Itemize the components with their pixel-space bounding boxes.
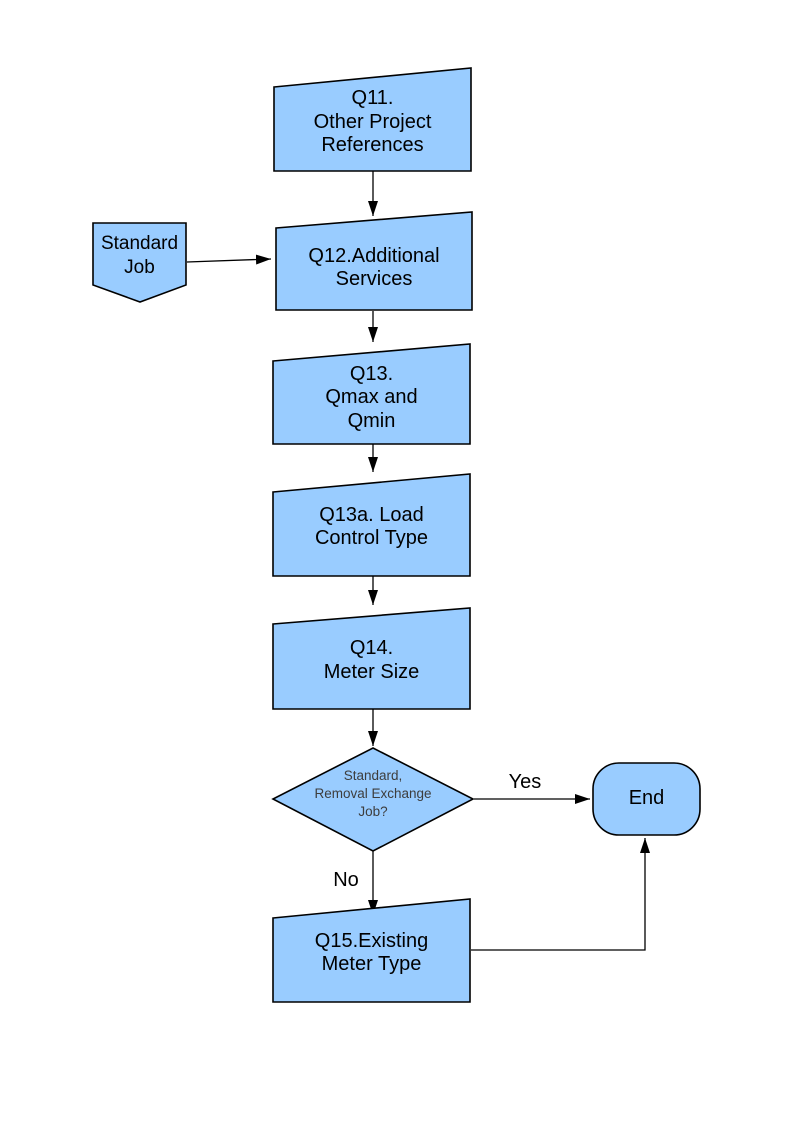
end-shape bbox=[592, 762, 701, 836]
q13a-shape bbox=[272, 473, 471, 577]
q15-shape bbox=[272, 898, 471, 1003]
q13-shape bbox=[272, 343, 471, 445]
connector-standardjob-to-q12 bbox=[186, 254, 272, 265]
q11-shape bbox=[273, 67, 472, 172]
q14-shape bbox=[272, 607, 471, 710]
standard-job-shape bbox=[92, 222, 187, 303]
decision-diamond-shape bbox=[271, 747, 475, 852]
q12-shape bbox=[275, 211, 473, 311]
connector-q15-to-end bbox=[471, 838, 650, 951]
